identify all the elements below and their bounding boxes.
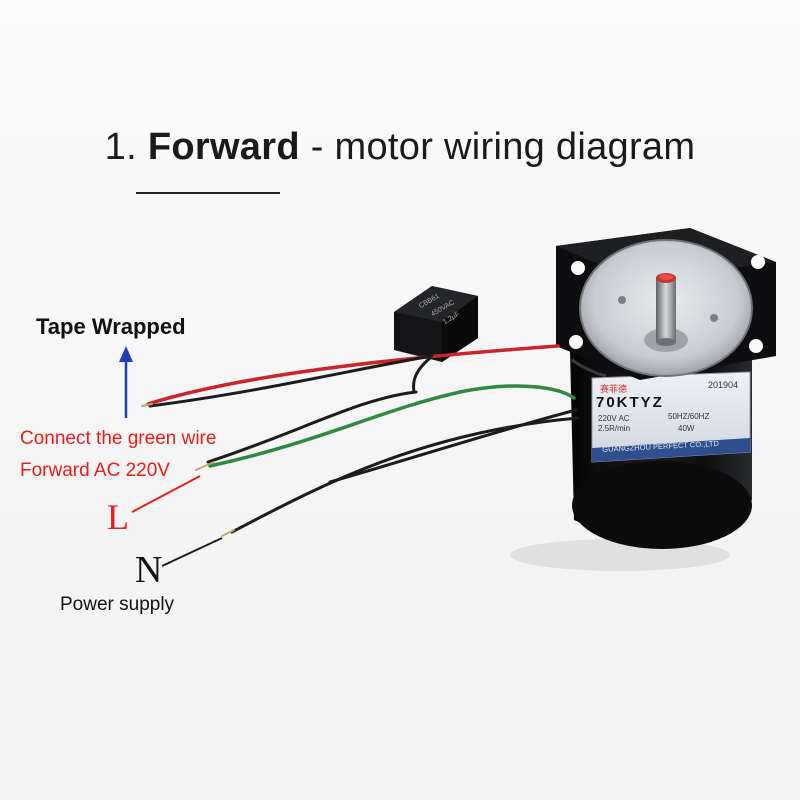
nameplate-brand: 赛菲德 [600,384,628,394]
motor-face [579,239,753,377]
title-underline [136,192,280,194]
capacitor [394,286,478,362]
neutral-label: N [135,549,163,591]
motor-body [570,350,752,549]
tape-wrapped-label: Tape Wrapped [36,314,186,339]
title-number: 1. [104,126,137,168]
tape-arrow [119,346,133,418]
l-pointer-line [131,475,201,513]
nameplate-date: 201904 [708,380,739,390]
nameplate-speed: 2.5R/min [598,424,631,433]
n-pointer-line [161,537,223,567]
title-rest: - motor wiring diagram [310,126,696,168]
nameplate-freq: 50HZ/60HZ [668,412,710,421]
power-supply-label: Power supply [60,594,175,615]
page-title: 1. Forward - motor wiring diagram [0,126,800,169]
live-label: L [107,497,129,537]
nameplate-model: 70KTYZ [596,394,664,411]
forward-ac-label: Forward AC 220V [20,460,170,481]
connect-green-label: Connect the green wire [20,428,217,449]
title-bold: Forward [147,126,300,168]
wires [141,344,580,537]
nameplate-voltage: 220V AC [598,414,630,423]
nameplate-power: 40W [678,424,695,433]
